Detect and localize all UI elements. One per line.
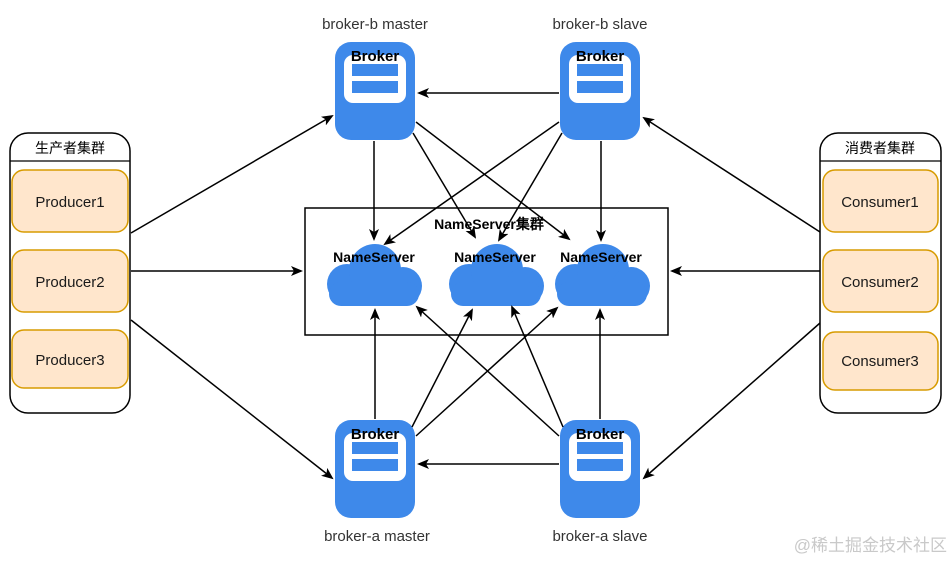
consumer2-label: Consumer2 [841, 274, 919, 291]
edge-broker-b-master-to-nameserver3 [415, 121, 571, 241]
broker-a-slave-label: broker-a slave [552, 528, 647, 545]
consumer3-label: Consumer3 [841, 353, 919, 370]
edge-broker-a-slave-to-nameserver2 [511, 305, 564, 428]
edge-producer1-to-broker-b-master [130, 114, 334, 234]
nameserver-cluster-title: NameServer集群 [434, 216, 544, 232]
nameserver-cluster [304, 207, 669, 336]
broker-a-master-icon-text: Broker [351, 426, 400, 443]
broker-b-slave-label: broker-b slave [552, 16, 647, 33]
nameserver1-label: NameServer [333, 249, 415, 265]
nameserver2-label: NameServer [454, 249, 536, 265]
broker-a-master-label: broker-a master [324, 528, 430, 545]
consumer-cluster-title: 消费者集群 [845, 140, 915, 156]
consumer2-node [822, 249, 939, 313]
nameserver3-label: NameServer [560, 249, 642, 265]
broker-a-slave-icon-text: Broker [576, 426, 625, 443]
edge-broker-b-slave-to-nameserver2 [497, 132, 563, 242]
broker-b-master-label: broker-b master [322, 16, 428, 33]
edge-consumer1-to-broker-b-slave [642, 116, 821, 233]
consumer-cluster [819, 132, 942, 414]
watermark: @稀土掘金技术社区 [794, 536, 947, 555]
edge-producer3-to-broker-a-master [130, 319, 334, 480]
producer1-node [11, 169, 129, 233]
consumer3-node [822, 331, 939, 391]
edge-broker-a-master-to-nameserver3 [415, 306, 559, 437]
producer2-node [11, 249, 129, 313]
producer3-node [11, 329, 129, 389]
edge-broker-a-slave-to-nameserver1 [415, 305, 560, 437]
producer-cluster [9, 132, 131, 414]
consumer1-label: Consumer1 [841, 194, 919, 211]
producer1-label: Producer1 [35, 194, 104, 211]
broker-b-master-icon-text: Broker [351, 48, 400, 65]
broker-b-slave-icon-text: Broker [576, 48, 625, 65]
edge-broker-b-master-to-nameserver2 [412, 132, 477, 239]
producer2-label: Producer2 [35, 274, 104, 291]
edges [130, 88, 821, 480]
edge-consumer3-to-broker-a-slave [642, 322, 821, 480]
edge-broker-b-slave-to-nameserver1 [383, 121, 560, 246]
producer3-label: Producer3 [35, 352, 104, 369]
consumer1-node [822, 169, 939, 233]
edge-broker-a-master-to-nameserver2 [411, 308, 473, 428]
producer-cluster-title: 生产者集群 [35, 140, 105, 156]
